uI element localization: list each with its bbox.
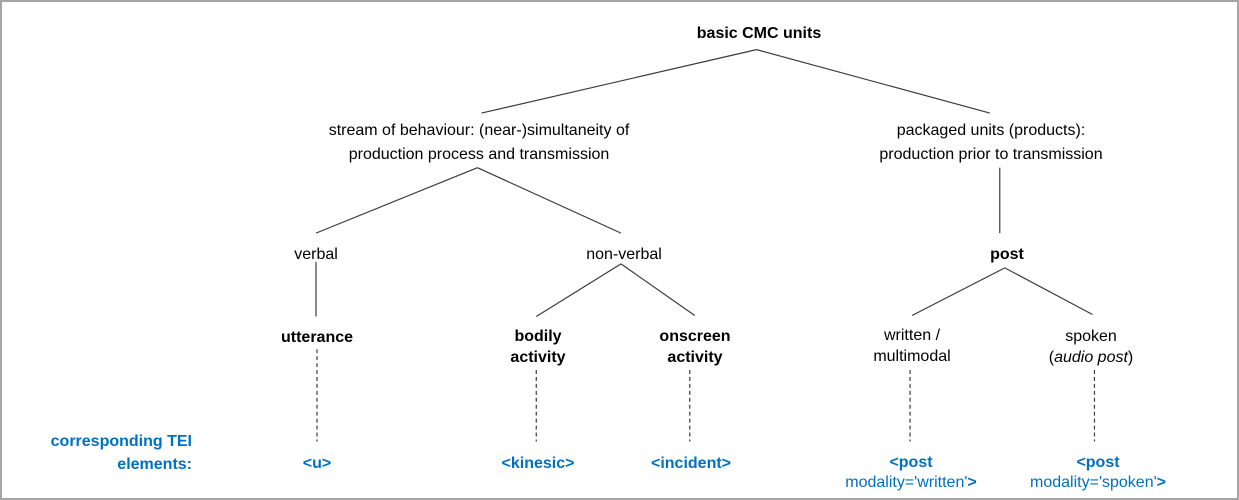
- post-written-tag: <post: [889, 454, 933, 471]
- packaged-line2: production prior to transmission: [879, 146, 1103, 163]
- spoken-line1: spoken: [1065, 328, 1117, 345]
- packaged-line1: packaged units (products):: [896, 122, 1086, 139]
- edge-root-to-stream: [481, 49, 757, 114]
- edge-post-to-spoken: [1004, 267, 1093, 316]
- edge-stream-to-nonverbal: [477, 167, 622, 234]
- edge-stream-to-verbal: [315, 167, 478, 234]
- onscreen-line2: activity: [667, 349, 723, 366]
- node-non-verbal: non-verbal: [586, 246, 662, 263]
- bodily-line1: bodily: [514, 328, 562, 345]
- post-spoken-tag: <post: [1076, 454, 1120, 471]
- post-spoken-attr: modality='spoken': [1030, 474, 1157, 491]
- node-stream-of-behaviour: stream of behaviour: (near-)simultaneity…: [329, 119, 630, 167]
- edge-root-to-packaged: [756, 49, 990, 114]
- post-written-attr: modality='written': [845, 474, 968, 491]
- edge-post-to-written: [911, 267, 1006, 317]
- spoken-paren-close: ): [1127, 349, 1134, 366]
- post-written-close: >: [967, 474, 977, 491]
- bodily-line2: activity: [510, 349, 566, 366]
- spoken-audio-post-italic: audio post: [1054, 349, 1128, 366]
- edge-nonverbal-to-bodily: [535, 263, 622, 317]
- tei-element-kinesic: <kinesic>: [501, 455, 575, 472]
- tei-caption-line2: elements:: [117, 456, 192, 473]
- stream-line2: production process and transmission: [348, 146, 610, 163]
- node-onscreen-activity: onscreen activity: [659, 326, 730, 368]
- tei-element-incident: <incident>: [650, 455, 732, 472]
- written-line2: multimodal: [873, 348, 951, 365]
- node-spoken-audio-post: spoken (audio post): [1049, 326, 1134, 368]
- spoken-paren-open: (: [1048, 349, 1055, 366]
- tei-element-post-spoken: <post modality='spoken'>: [1030, 453, 1166, 493]
- edge-nonverbal-to-onscreen: [620, 263, 696, 316]
- node-utterance: utterance: [280, 329, 354, 346]
- node-post: post: [990, 246, 1024, 263]
- node-written-multimodal: written / multimodal: [873, 325, 950, 367]
- tei-element-u: <u>: [302, 455, 332, 472]
- node-basic-cmc-units: basic CMC units: [696, 25, 822, 42]
- node-verbal: verbal: [294, 246, 338, 263]
- written-line1: written /: [883, 327, 941, 344]
- onscreen-line1: onscreen: [659, 328, 731, 345]
- tei-caption: corresponding TEI elements:: [22, 430, 192, 476]
- stream-line1: stream of behaviour: (near-)simultaneity…: [328, 122, 630, 139]
- node-bodily-activity: bodily activity: [510, 326, 565, 368]
- post-spoken-close: >: [1156, 474, 1166, 491]
- tei-element-post-written: <post modality='written'>: [845, 453, 977, 493]
- node-packaged-units: packaged units (products): production pr…: [879, 119, 1102, 167]
- tei-caption-line1: corresponding TEI: [50, 433, 192, 450]
